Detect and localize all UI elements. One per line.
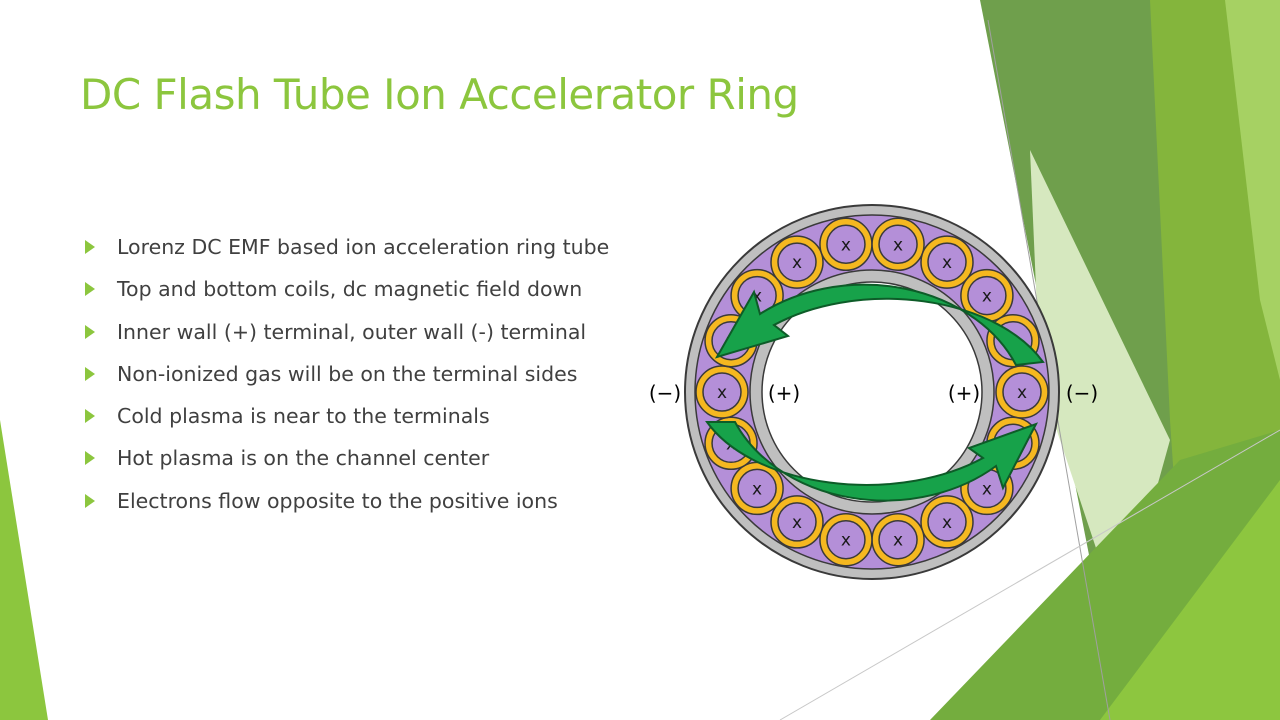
coil-symbol: x (982, 479, 992, 499)
bullet-item: Non-ionized gas will be on the terminal … (80, 353, 609, 395)
coil-symbol: x (893, 235, 903, 255)
terminal-label-left-outer: (−) (649, 381, 681, 405)
upper-flow-arrow (714, 283, 1045, 367)
coil-core (878, 224, 918, 265)
coil-symbol: x (717, 383, 727, 403)
bullet-item: Cold plasma is near to the terminals (80, 395, 609, 437)
bullet-text: Inner wall (+) terminal, outer wall (-) … (117, 319, 587, 344)
coil-symbol: x (841, 235, 851, 255)
bullet-item: Inner wall (+) terminal, outer wall (-) … (80, 311, 609, 353)
coil-symbol: x (841, 531, 851, 551)
deco-bottom-highlight (1100, 480, 1280, 720)
bullet-item: Top and bottom coils, dc magnetic field … (80, 268, 609, 310)
coil-symbol: x (942, 253, 952, 273)
bullet-arrow-icon (85, 240, 95, 254)
terminal-label-right-inner: (+) (948, 381, 980, 405)
bullet-arrow-icon (85, 324, 95, 339)
bullet-arrow-icon (85, 282, 95, 297)
bullet-text: Top and bottom coils, dc magnetic field … (117, 277, 583, 302)
coil-symbol: x (1017, 383, 1027, 403)
coil-symbol: x (942, 513, 952, 533)
coil-symbol: x (752, 479, 762, 499)
deco-thin-line-2 (779, 429, 1280, 720)
coil-symbol: x (792, 253, 802, 273)
deco-right-panel-light (1030, 150, 1170, 620)
bullet-item: Hot plasma is on the channel center (80, 437, 609, 479)
bullet-item: Lorenz DC EMF based ion acceleration rin… (80, 226, 609, 268)
bullet-arrow-icon (85, 409, 95, 424)
coil-symbol: x (752, 287, 762, 307)
bullet-arrow-icon (85, 493, 95, 508)
bullet-item: Electrons flow opposite to the positive … (80, 480, 609, 522)
slide-title: DC Flash Tube Ion Accelerator Ring (80, 70, 799, 119)
deco-right-stripe (1225, 0, 1280, 380)
coil-core (927, 502, 967, 542)
coil-core (826, 224, 866, 265)
deco-left-wedge (0, 420, 48, 720)
coil-core (1002, 372, 1042, 412)
coil-core (826, 519, 866, 560)
coil-core (777, 502, 817, 542)
coil-symbol: x (893, 531, 903, 551)
coil-core (927, 242, 967, 282)
bullet-arrow-icon (85, 366, 95, 381)
bullet-list: Lorenz DC EMF based ion acceleration rin… (80, 226, 609, 522)
coil-core (737, 468, 777, 509)
ring-center (761, 281, 983, 503)
bullet-text: Hot plasma is on the channel center (117, 446, 490, 471)
lower-flow-arrow (705, 421, 1039, 502)
accelerator-ring-diagram: xxxxxxxxxxxxxxxxxx (−) (+) (+) (−) (649, 204, 1098, 580)
coil-core (777, 242, 817, 282)
coil-core (878, 519, 918, 560)
bullet-text: Non-ionized gas will be on the terminal … (117, 361, 578, 386)
bullet-text: Cold plasma is near to the terminals (117, 404, 490, 429)
terminal-label-left-inner: (+) (768, 381, 800, 405)
bullet-arrow-icon (85, 451, 95, 466)
coil-symbol: x (982, 287, 992, 307)
bullet-text: Lorenz DC EMF based ion acceleration rin… (117, 235, 610, 259)
coil-core (967, 275, 1007, 316)
bullet-text: Electrons flow opposite to the positive … (117, 488, 558, 513)
terminal-label-right-outer: (−) (1066, 381, 1098, 405)
coil-symbol: x (792, 513, 802, 533)
coil-core (702, 372, 742, 412)
